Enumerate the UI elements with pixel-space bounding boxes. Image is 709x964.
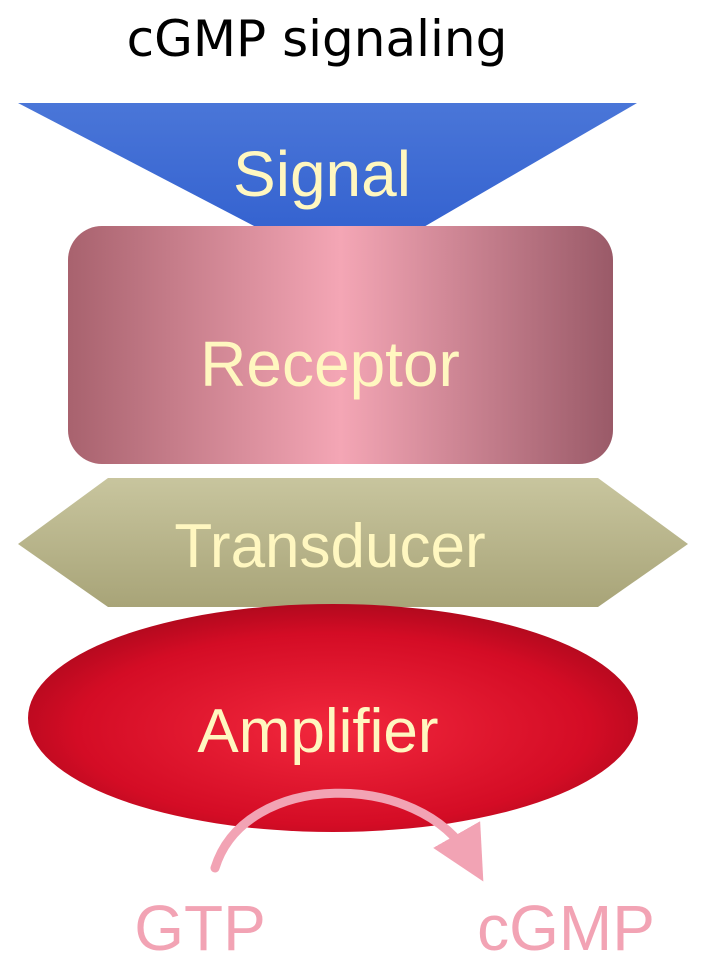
amplifier-label: Amplifier bbox=[197, 697, 438, 766]
diagram-title: cGMP signaling bbox=[127, 10, 508, 68]
receptor-stage: Receptor bbox=[68, 226, 613, 464]
amplifier-stage: Amplifier bbox=[28, 604, 638, 832]
receptor-box bbox=[68, 226, 613, 464]
gtp-label: GTP bbox=[134, 892, 266, 964]
amplifier-ellipse bbox=[28, 604, 638, 832]
reaction: GTP cGMP bbox=[134, 788, 655, 964]
reaction-arrow bbox=[210, 788, 484, 882]
receptor-label: Receptor bbox=[200, 328, 460, 400]
cgmp-label: cGMP bbox=[477, 892, 655, 964]
signal-stage: Signal bbox=[18, 103, 637, 228]
signal-label: Signal bbox=[233, 138, 411, 210]
signal-triangle bbox=[18, 103, 637, 228]
transducer-hexagon bbox=[18, 478, 688, 607]
transducer-stage: Transducer bbox=[18, 478, 688, 607]
transducer-label: Transducer bbox=[174, 512, 485, 581]
